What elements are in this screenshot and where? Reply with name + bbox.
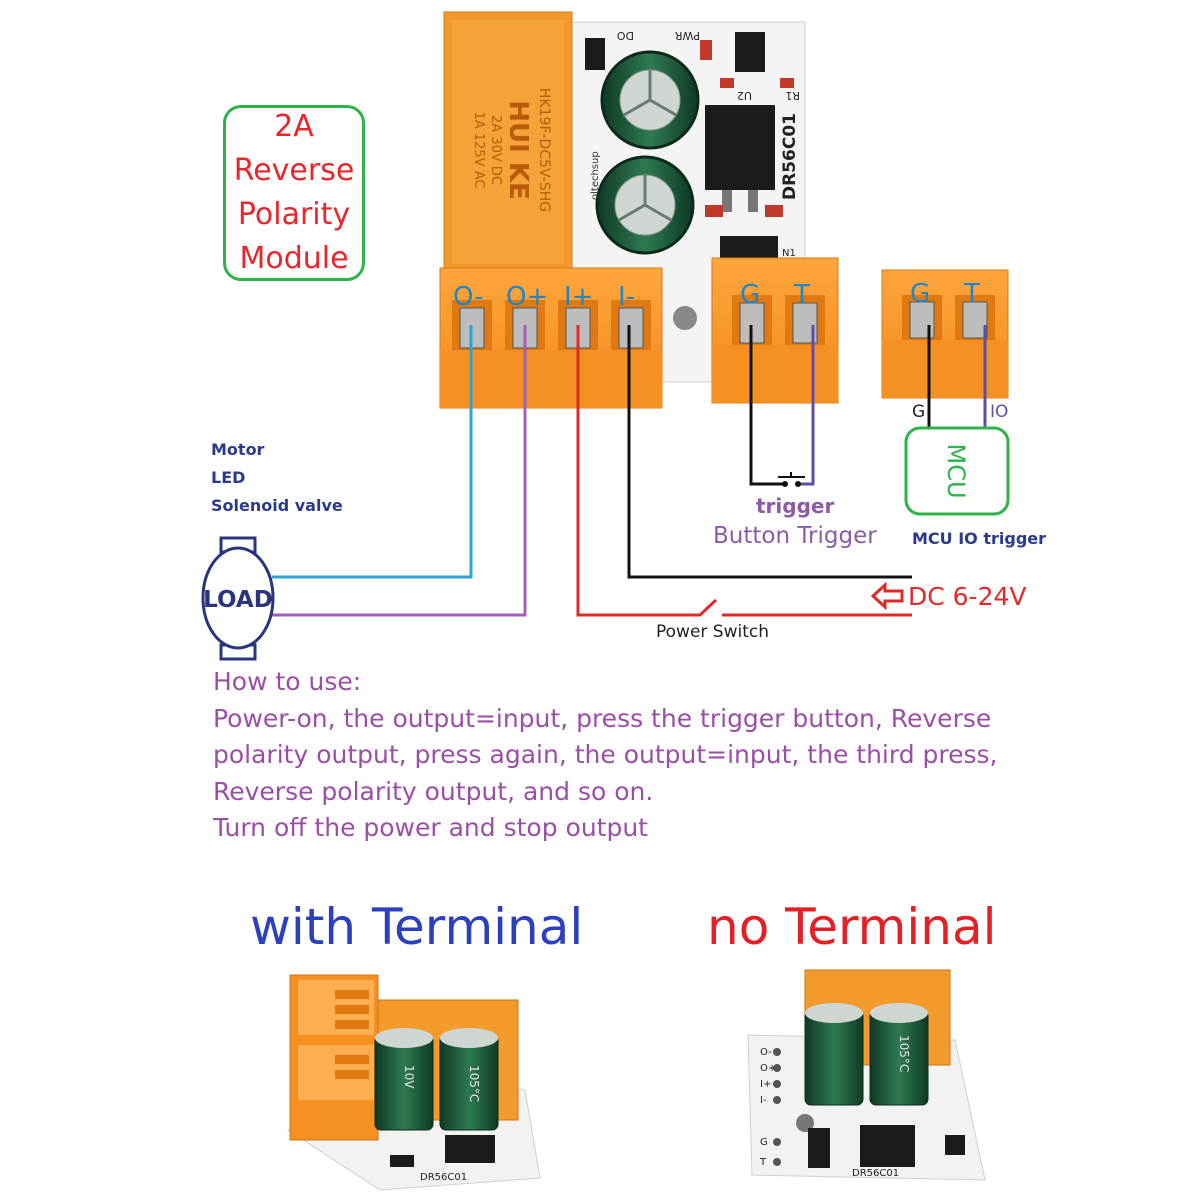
photo2-pin-i-minus: I- — [760, 1095, 767, 1106]
load-symbol: LOAD — [201, 536, 275, 661]
mcu-trigger-caption: MCU IO trigger — [912, 529, 1047, 548]
mcu-box: MCU — [904, 426, 1010, 516]
load-types-list: Motor LED Solenoid valve — [211, 436, 343, 520]
howto-line-3: Reverse polarity output, and so on. — [213, 776, 654, 806]
no-terminal-caption: no Terminal — [707, 898, 997, 956]
mcu-pin-io-label: IO — [990, 402, 1009, 422]
power-input-arrow-icon — [870, 581, 904, 611]
pcb-label-pwr: PWR — [674, 29, 700, 42]
photo1-board-model: DR56C01 — [420, 1172, 467, 1183]
relay: HUI KE HK19F-DC5V-SHG 1A 125V AC 2A 30V … — [443, 11, 573, 273]
howto-line-2: polarity output, press again, the output… — [213, 740, 998, 769]
mcu-pin-g-label: G — [912, 402, 926, 422]
capacitor-top — [600, 50, 700, 150]
relay-rating-dc: 2A 30V DC — [488, 115, 503, 185]
trigger-terminal-g: G — [740, 280, 760, 310]
wire-trigger-t — [798, 325, 815, 486]
capacitor-bottom — [595, 155, 695, 255]
wires — [272, 325, 987, 617]
dc-supply-label: DC 6-24V — [908, 582, 1027, 611]
pcb-label-r1: R1 — [785, 89, 800, 102]
terminal-label-i-plus: I+ — [564, 282, 593, 312]
mcu-terminal-block — [881, 269, 1009, 399]
load-label: LOAD — [203, 587, 273, 613]
pcb-label-do: DO — [617, 29, 634, 42]
howto-line-1: Power-on, the output=input, press the tr… — [213, 703, 992, 733]
photo-no-terminal: 105°C O- O+ I+ I- G T DR56C01 — [747, 969, 986, 1181]
transistor-chip — [720, 236, 778, 260]
pcb-label-u2: U2 — [737, 89, 752, 102]
how-to-use-text: How to use: Power-on, the output=input, … — [213, 664, 1173, 847]
photo2-pin-o-minus: O- — [760, 1047, 772, 1058]
howto-heading: How to use: — [213, 667, 362, 696]
pcb-label-brand: oltechsup — [590, 151, 601, 200]
relay-model: HK19F-DC5V-SHG — [536, 88, 552, 212]
title-line-current: 2A — [274, 109, 314, 144]
photo2-board-model: DR56C01 — [852, 1168, 899, 1179]
mounting-hole — [673, 306, 697, 330]
mcu-terminal-g: G — [910, 279, 930, 309]
load-type-motor: Motor — [211, 440, 265, 459]
pcb-label-n1: N1 — [782, 248, 796, 259]
terminal-label-i-minus: I- — [618, 282, 635, 312]
trigger-switch-label: trigger — [756, 494, 835, 518]
relay-brand: HUI KE — [503, 100, 533, 200]
diode-chip — [585, 38, 605, 70]
module-title-box: 2A Reverse Polarity Module — [223, 105, 365, 281]
terminal-label-o-minus: O- — [453, 282, 484, 312]
button-trigger-caption: Button Trigger — [713, 523, 877, 549]
title-line-polarity: Polarity — [237, 197, 351, 232]
main-terminal-block — [439, 267, 663, 409]
wire-o-minus — [272, 325, 473, 579]
mosfet-chip — [705, 105, 775, 190]
photo2-pin-o-plus: O+ — [760, 1063, 776, 1074]
wire-i-minus — [627, 325, 912, 579]
title-line-reverse: Reverse — [233, 153, 355, 188]
load-type-led: LED — [211, 468, 246, 487]
trigger-switch-symbol — [778, 472, 805, 487]
regulator-chip — [735, 32, 765, 72]
mcu-box-label: MCU — [942, 443, 970, 498]
wire-trigger-g — [749, 325, 785, 486]
mcu-terminal-t: T — [963, 279, 980, 309]
with-terminal-caption: with Terminal — [250, 898, 584, 956]
trigger-terminal-t: T — [793, 280, 810, 310]
photo2-pin-t: T — [759, 1157, 767, 1168]
photo2-pin-i-plus: I+ — [760, 1079, 771, 1090]
photo1-cap-voltage: 10V — [402, 1065, 416, 1089]
pcb-label-model: DR56C01 — [780, 113, 800, 200]
photo2-cap-rating: 105°C — [897, 1035, 911, 1072]
trigger-terminal-block — [711, 257, 839, 404]
wire-o-plus — [272, 325, 527, 617]
terminal-label-o-plus: O+ — [506, 282, 548, 312]
module-board: HUI KE HK19F-DC5V-SHG 1A 125V AC 2A 30V … — [443, 11, 806, 383]
relay-rating-ac: 1A 125V AC — [471, 112, 486, 189]
title-line-module: Module — [239, 241, 349, 276]
photo-with-terminal: 105°C 10V DR56C01 — [287, 974, 541, 1191]
photo1-cap-rating: 105°C — [467, 1065, 481, 1102]
load-type-solenoid: Solenoid valve — [211, 496, 343, 515]
photo2-pin-g: G — [760, 1137, 768, 1148]
power-switch-label: Power Switch — [656, 622, 770, 642]
wire-i-plus — [576, 325, 912, 617]
howto-line-4: Turn off the power and stop output — [213, 813, 648, 842]
